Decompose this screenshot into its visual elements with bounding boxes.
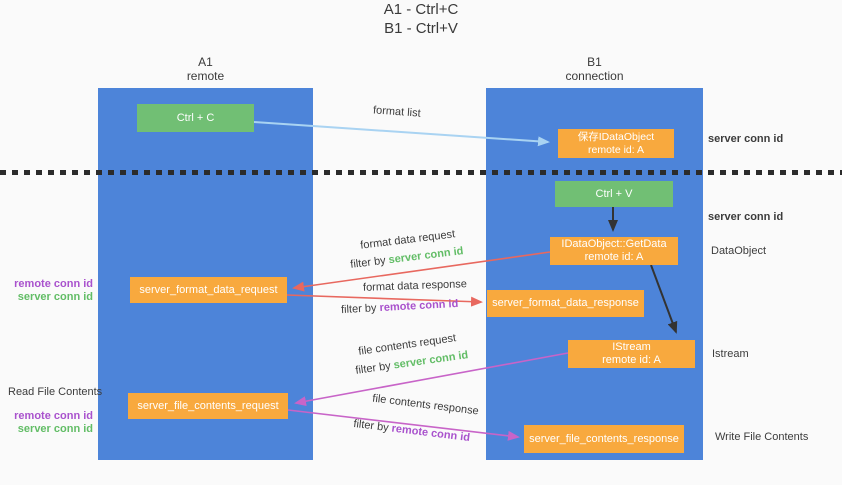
server-conn-id-label-top: server conn id xyxy=(708,133,784,145)
node-server-file-contents-request: server_file_contents_request xyxy=(128,393,288,419)
lane-b-subtitle: connection xyxy=(565,69,624,83)
conn-id-legend-format: remote conn id server conn id xyxy=(8,278,93,304)
node-server-file-contents-response: server_file_contents_response xyxy=(524,425,684,453)
node-save-dataobject-line2: remote id: A xyxy=(587,143,645,156)
format-list-label: format list xyxy=(372,104,422,120)
read-file-contents-label: Read File Contents xyxy=(8,386,103,398)
node-getdata-line1: IDataObject::GetData xyxy=(561,238,667,250)
conn-id-legend-file: remote conn id server conn id xyxy=(8,410,93,436)
node-ctrl-v: Ctrl + V xyxy=(555,181,673,207)
istream-label: Istream xyxy=(712,348,749,360)
node-ctrl-v-label: Ctrl + V xyxy=(595,187,633,200)
server-conn-id-legend: server conn id xyxy=(17,423,93,435)
node-save-dataobject: 保存IDataObject remote id: A xyxy=(558,129,674,158)
node-getdata-line2: remote id: A xyxy=(584,251,644,263)
node-istream-line1: IStream xyxy=(612,341,651,353)
node-format-response-label: server_format_data_response xyxy=(492,297,639,309)
remote-conn-id-key: remote conn id xyxy=(390,422,471,445)
filter-by-text: filter by xyxy=(340,302,380,317)
remote-conn-id-legend: remote conn id xyxy=(14,410,93,422)
title-line-2: B1 - Ctrl+V xyxy=(384,20,458,37)
lane-b-header: B1 connection xyxy=(486,55,703,83)
file-contents-response-filter-label: filter by remote conn id xyxy=(353,418,471,444)
server-conn-id-legend: server conn id xyxy=(17,291,93,303)
node-file-request-label: server_file_contents_request xyxy=(137,399,279,412)
node-istream-line2: remote id: A xyxy=(602,354,661,366)
session-divider-dotted-line xyxy=(0,170,842,175)
node-file-response-label: server_file_contents_response xyxy=(529,432,679,445)
filter-by-text: filter by xyxy=(349,254,390,271)
dataobject-label: DataObject xyxy=(711,245,767,257)
write-file-contents-label: Write File Contents xyxy=(715,431,809,443)
node-save-dataobject-line1: 保存IDataObject xyxy=(577,130,655,143)
node-server-format-data-request: server_format_data_request xyxy=(130,277,287,303)
remote-conn-id-legend: remote conn id xyxy=(14,278,93,290)
node-format-request-label: server_format_data_request xyxy=(139,283,278,296)
title-line-1: A1 - Ctrl+C xyxy=(383,1,459,18)
server-conn-id-key: server conn id xyxy=(392,349,470,372)
server-conn-id-label-mid: server conn id xyxy=(708,211,784,223)
page-title: A1 - Ctrl+C B1 - Ctrl+V xyxy=(0,0,842,38)
lane-b-name: B1 xyxy=(587,55,602,69)
node-ctrl-c-label: Ctrl + C xyxy=(176,111,215,124)
remote-conn-id-key: remote conn id xyxy=(379,297,459,315)
filter-by-text: filter by xyxy=(352,417,393,435)
file-contents-response-label: file contents response xyxy=(371,392,480,418)
node-ctrl-c: Ctrl + C xyxy=(137,104,254,132)
node-server-format-data-response: server_format_data_response xyxy=(487,290,644,317)
filter-by-text: filter by xyxy=(354,359,395,377)
format-data-response-label: format data response xyxy=(362,278,468,294)
node-idataobject-getdata: IDataObject::GetData remote id: A xyxy=(550,237,678,265)
lane-a-header: A1 remote xyxy=(98,55,313,83)
lane-a-subtitle: remote xyxy=(186,69,225,83)
server-conn-id-key: server conn id xyxy=(387,245,465,267)
format-data-response-filter-label: filter by remote conn id xyxy=(341,298,459,316)
lane-a-name: A1 xyxy=(198,55,213,69)
node-istream: IStream remote id: A xyxy=(568,340,695,368)
